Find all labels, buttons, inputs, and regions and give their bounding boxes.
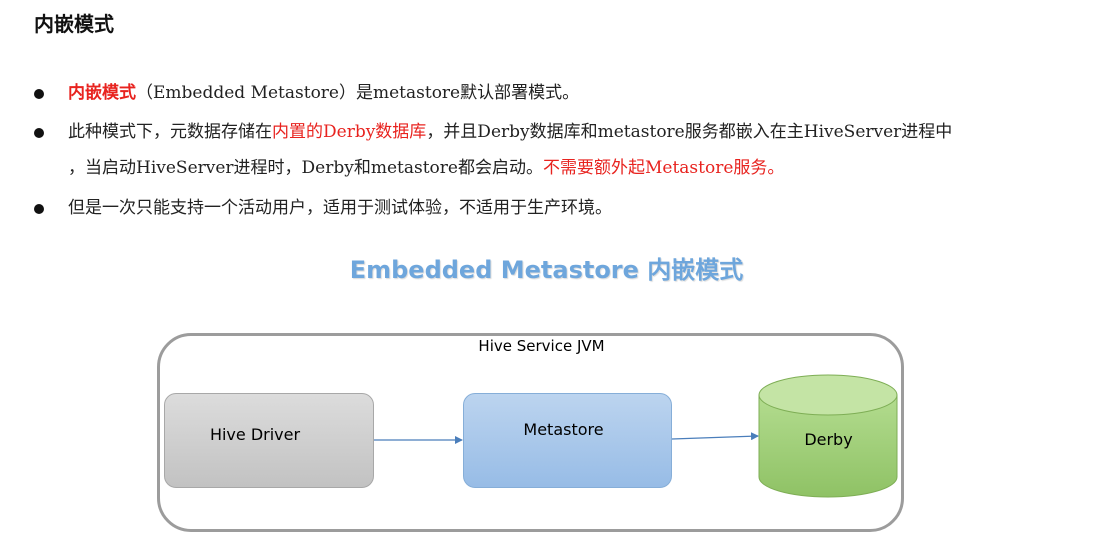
bullet-2-red-1: 内置的Derby数据库 [272,122,427,142]
bullet-2-line-2: ，当启动HiveServer进程时，Derby和metastore都会启动。不需… [68,157,784,179]
bullet-1-text: 内嵌模式（Embedded Metastore）是metastore默认部署模式… [68,82,579,104]
bullet-1-highlight: 内嵌模式 [68,83,136,103]
diagram-title-text: Embedded Metastore 内嵌模式 [349,256,744,284]
bullet-dot [34,89,44,99]
metastore-node: Metastore [463,393,672,488]
hive-driver-node: Hive Driver [164,393,374,488]
jvm-label: Hive Service JVM [478,337,605,355]
bullet-2-red-2: 不需要额外起Metastore服务。 [542,158,785,178]
bullet-2-part-2: ，并且Derby数据库和metastore服务都嵌入在主HiveServer进程… [426,122,953,142]
bullet-dot [34,128,44,138]
hive-driver-label: Hive Driver [209,425,301,444]
bullet-2-part-1: 此种模式下，元数据存储在 [68,122,272,142]
derby-cylinder [758,374,898,498]
bullet-2-line-2-part-1: ，当启动HiveServer进程时，Derby和metastore都会启动。 [68,158,543,178]
metastore-label: Metastore [523,420,604,439]
bullet-1-rest: （Embedded Metastore）是metastore默认部署模式。 [136,83,580,103]
section-heading: 内嵌模式 [34,12,114,36]
arrow-metastore-to-derby [671,432,759,441]
bullet-3-text: 但是一次只能支持一个活动用户，适用于测试体验，不适用于生产环境。 [68,198,612,218]
diagram-title: Embedded Metastore 内嵌模式 [0,250,1117,285]
derby-label: Derby [804,430,853,449]
bullet-dot [34,204,44,214]
bullet-2-line-1: 此种模式下，元数据存储在内置的Derby数据库，并且Derby数据库和metas… [68,121,952,143]
